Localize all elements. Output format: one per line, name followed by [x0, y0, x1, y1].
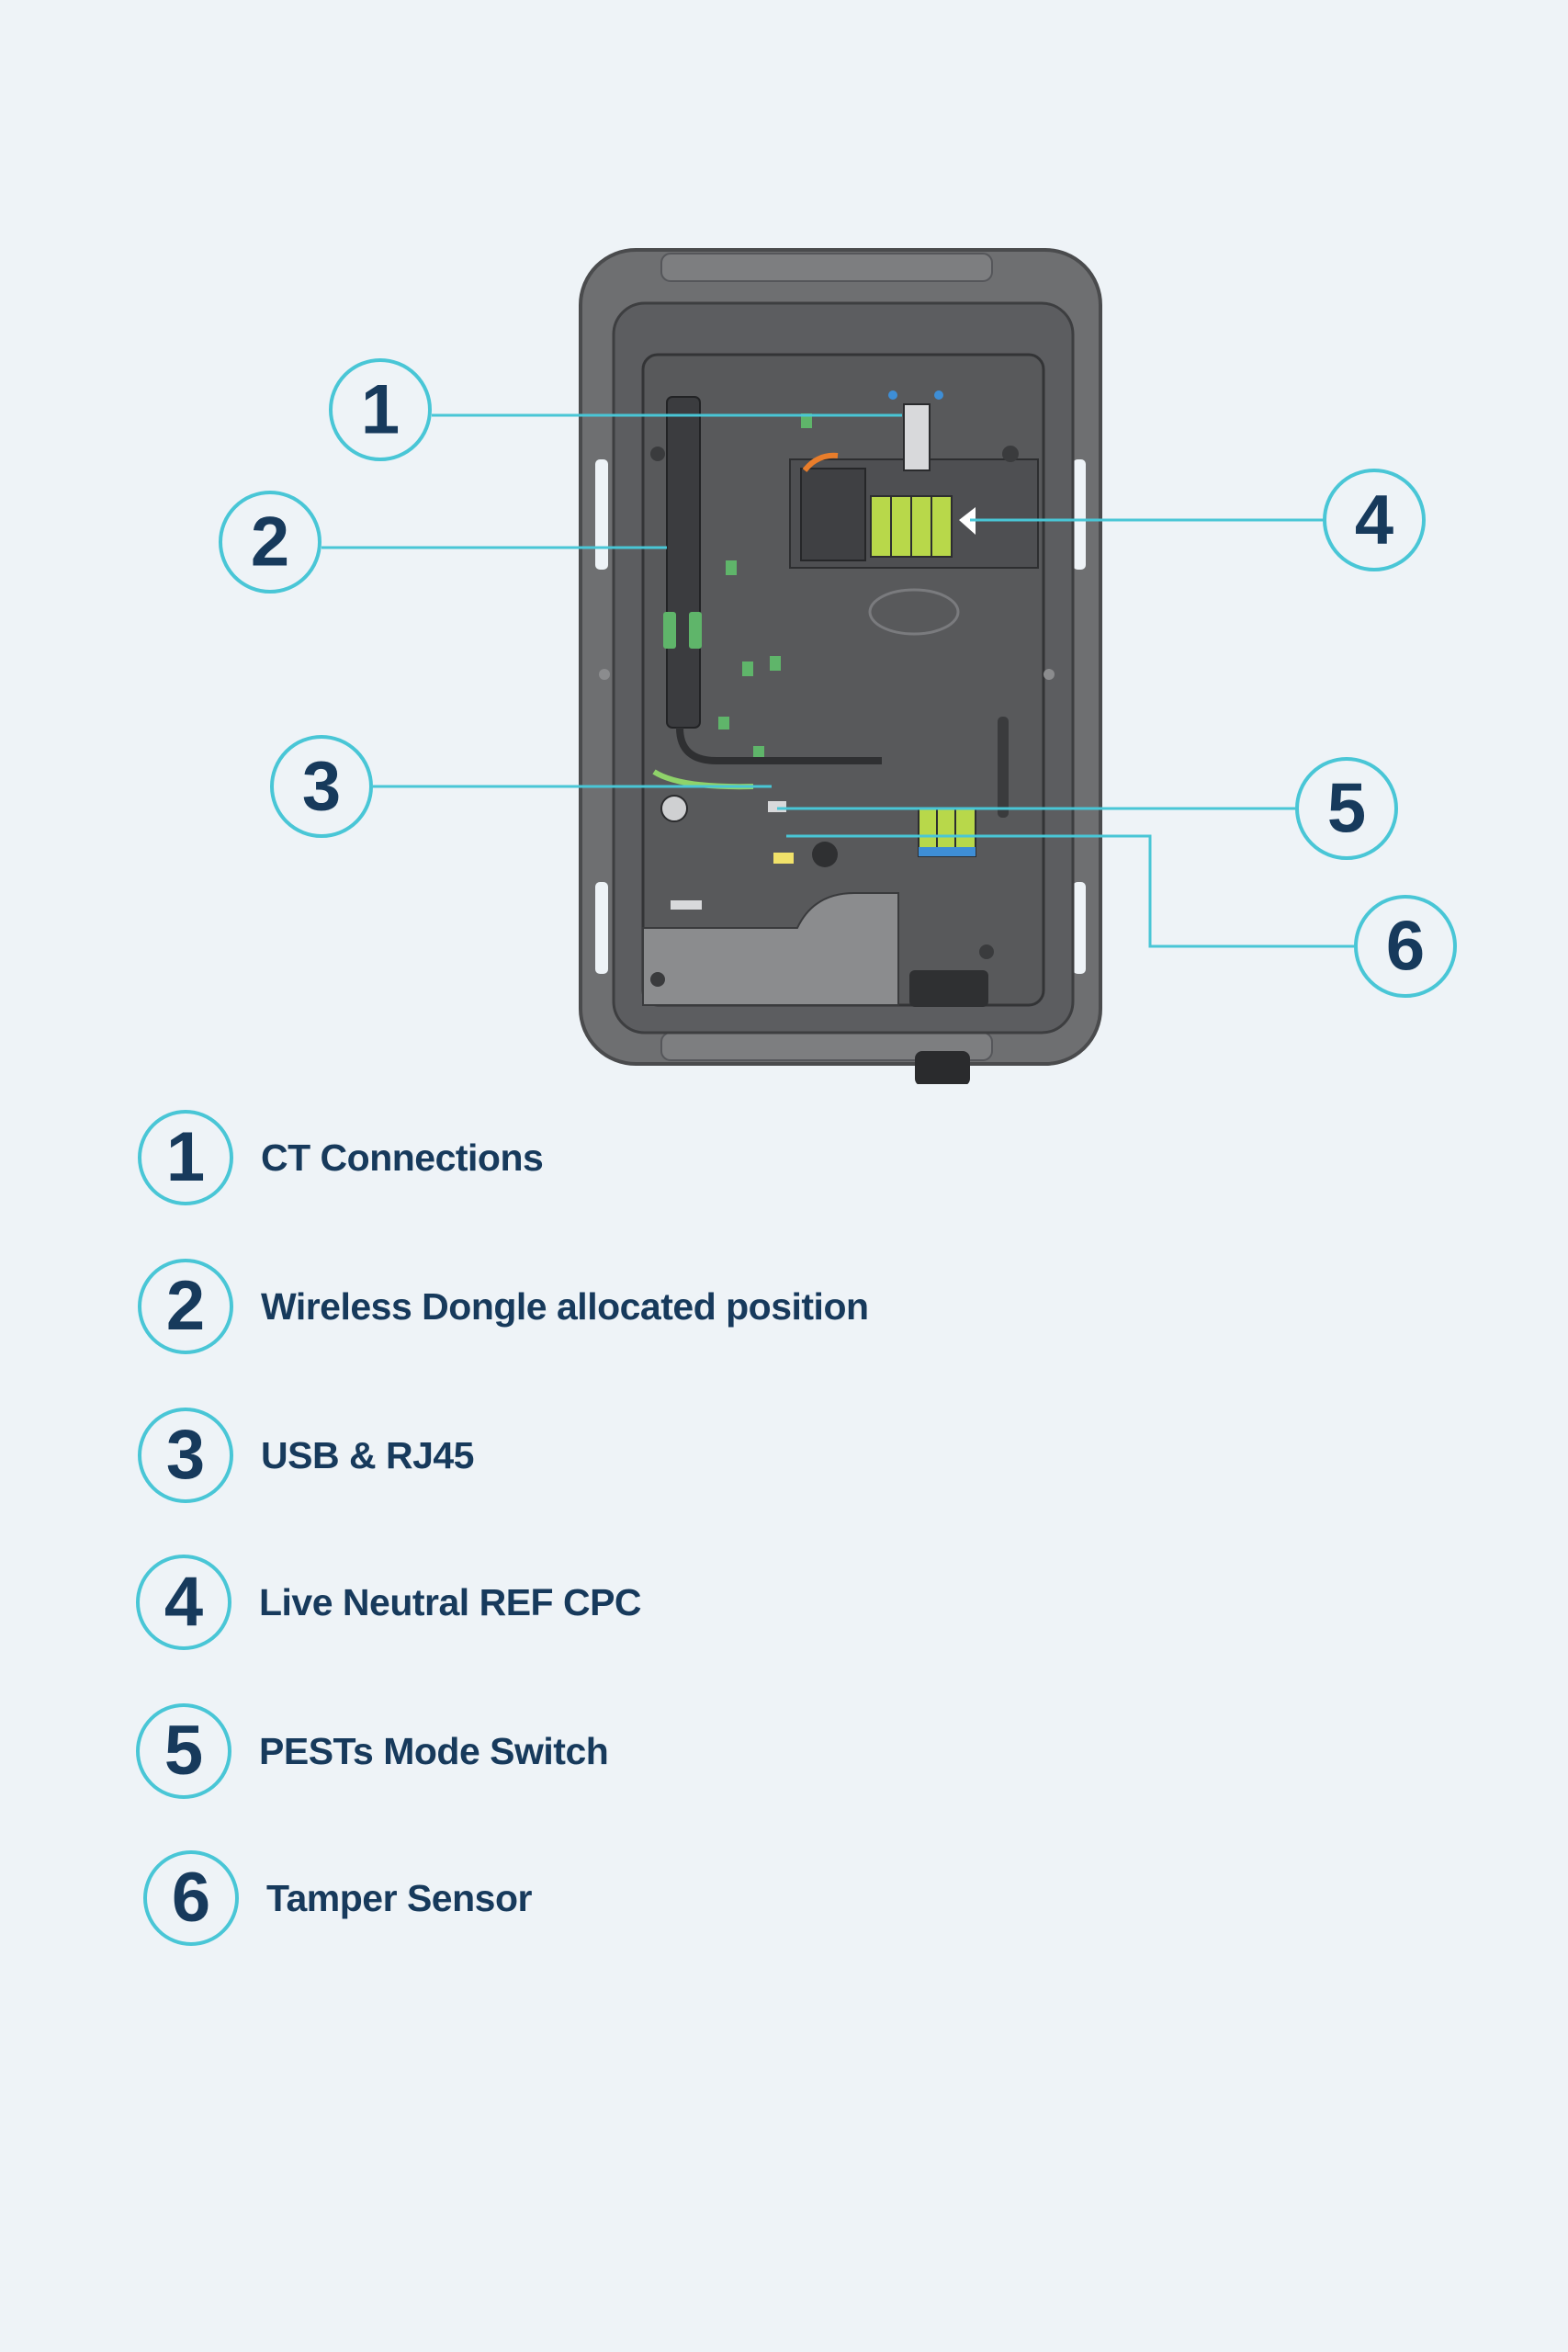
leader-line-6	[786, 834, 1354, 948]
legend-number: 3	[165, 1416, 206, 1494]
legend-badge-1: 1	[138, 1110, 233, 1205]
legend-number: 5	[164, 1712, 204, 1790]
legend-badge-3: 3	[138, 1408, 233, 1503]
legend-badge-4: 4	[136, 1555, 231, 1650]
svg-text:2: 2	[251, 503, 289, 582]
legend-label: Live Neutral REF CPC	[259, 1580, 642, 1623]
legend-item-live-neutral: 4 Live Neutral REF CPC	[136, 1555, 642, 1650]
legend-label: PESTs Mode Switch	[259, 1729, 609, 1772]
svg-text:4: 4	[1355, 481, 1393, 560]
callout-6: 6	[1354, 895, 1457, 998]
legend-badge-5: 5	[136, 1703, 231, 1799]
legend-badge-6: 6	[143, 1850, 239, 1946]
charger-enclosure	[579, 248, 1102, 1084]
legend-number: 1	[165, 1118, 206, 1196]
legend-item-ct-connections: 1 CT Connections	[138, 1110, 544, 1205]
callout-leader-lines	[321, 413, 1354, 948]
legend-item-usb-rj45: 3 USB & RJ45	[138, 1408, 474, 1503]
legend-label: Tamper Sensor	[266, 1876, 532, 1919]
svg-text:3: 3	[302, 748, 341, 826]
legend-number: 2	[165, 1267, 206, 1345]
legend-badge-2: 2	[138, 1259, 233, 1354]
callout-3: 3	[270, 735, 373, 838]
device-diagram: 1 2 3 4 5 6	[219, 248, 1457, 1084]
callout-2: 2	[219, 491, 321, 594]
callout-5: 5	[1295, 757, 1398, 860]
svg-text:1: 1	[361, 371, 400, 449]
legend-label: Wireless Dongle allocated position	[261, 1284, 869, 1328]
svg-text:5: 5	[1327, 770, 1366, 848]
legend-label: USB & RJ45	[261, 1433, 474, 1476]
legend-number: 4	[164, 1563, 204, 1641]
legend-label: CT Connections	[261, 1136, 544, 1179]
legend-item-tamper-sensor: 6 Tamper Sensor	[143, 1850, 532, 1946]
legend-item-wireless-dongle: 2 Wireless Dongle allocated position	[138, 1259, 869, 1354]
legend-item-pests-mode-switch: 5 PESTs Mode Switch	[136, 1703, 609, 1799]
svg-text:6: 6	[1386, 908, 1425, 986]
legend-number: 6	[171, 1859, 211, 1937]
callout-4: 4	[1323, 469, 1426, 571]
callout-1: 1	[329, 358, 432, 461]
